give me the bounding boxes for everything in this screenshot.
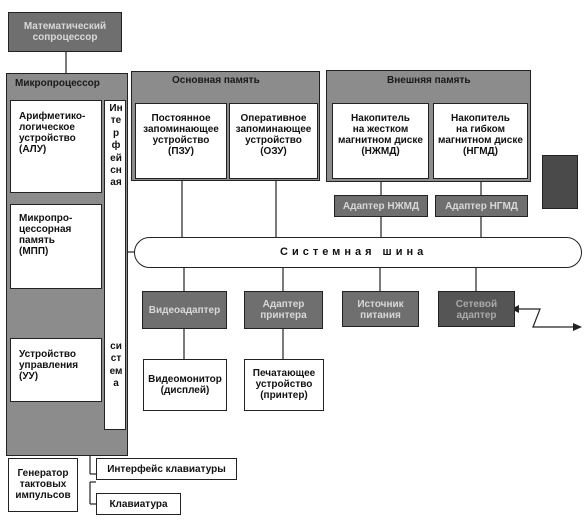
network-adapter-label: Сетевой адаптер [455, 299, 498, 321]
power-supply-box: Источник питания [342, 291, 419, 327]
network-adapter-box: Сетевой адаптер [438, 291, 515, 327]
clock-generator-label: Генератор тактовых импульсов [15, 468, 71, 501]
hdd-label: Накопитель на жестком магнитном диске (Н… [338, 113, 423, 157]
video-monitor-label: Видеомонитор (дисплей) [148, 374, 222, 396]
fdd-controller-box: Адаптер НГМД [435, 195, 528, 217]
printer-adapter-box: Адаптер принтера [244, 291, 323, 329]
printer-adapter-label: Адаптер принтера [260, 299, 307, 321]
video-monitor-box: Видеомонитор (дисплей) [143, 359, 227, 411]
keyboard-interface-label: Интерфейс клавиатуры [107, 464, 226, 475]
alu-label: Арифметико- логическое устройство (АЛУ) [19, 111, 86, 155]
system-bus-label: Системная шина [280, 246, 428, 258]
external-memory-title: Внешняя память [387, 75, 471, 86]
coprocessor-box: Математический сопроцессор [8, 12, 122, 52]
uu-box: Устройство управления (УУ) [10, 338, 102, 402]
keyboard-label: Клавиатура [109, 499, 168, 510]
ram-label: Оперативное запоминающее устройство (ОЗУ… [235, 113, 312, 157]
uu-label: Устройство управления (УУ) [19, 349, 79, 382]
fdd-box: Накопитель на гибком магнитном диске (НГ… [433, 103, 528, 179]
system-bus: Системная шина [134, 237, 582, 268]
interface-system-label-2: система [109, 341, 123, 390]
mpp-label: Микропро- цессорная память (МПП) [19, 213, 73, 257]
video-adapter-label: Видеоадаптер [148, 305, 221, 316]
power-supply-label: Источник питания [357, 299, 404, 321]
hdd-controller-box: Адаптер НЖМД [334, 195, 428, 217]
keyboard-box: Клавиатура [96, 493, 181, 515]
mpp-box: Микропро- цессорная память (МПП) [10, 204, 102, 289]
fdd-controller-label: Адаптер НГМД [445, 201, 518, 212]
keyboard-interface-box: Интерфейс клавиатуры [96, 458, 237, 480]
ram-box: Оперативное запоминающее устройство (ОЗУ… [229, 103, 318, 179]
extra-device-box [542, 155, 578, 209]
printer-box: Печатающее устройство (принтер) [244, 359, 324, 411]
hdd-controller-label: Адаптер НЖМД [342, 201, 420, 212]
rom-label: Постоянное запоминающее устройство (ПЗУ) [143, 113, 219, 157]
hdd-box: Накопитель на жестком магнитном диске (Н… [332, 103, 429, 179]
printer-label: Печатающее устройство (принтер) [252, 368, 316, 401]
alu-box: Арифметико- логическое устройство (АЛУ) [10, 100, 102, 193]
fdd-label: Накопитель на гибком магнитном диске (НГ… [438, 113, 523, 157]
main-memory-title: Основная память [172, 75, 260, 86]
video-adapter-box: Видеоадаптер [142, 291, 227, 329]
rom-box: Постоянное запоминающее устройство (ПЗУ) [135, 103, 227, 179]
microprocessor-title: Микропроцессор [15, 78, 100, 89]
interface-system-label-1: Интерфейсная [109, 103, 123, 189]
interface-system-box: Интерфейсная система [104, 100, 126, 430]
clock-generator-box: Генератор тактовых импульсов [8, 458, 78, 512]
coprocessor-label: Математический сопроцессор [23, 21, 107, 43]
